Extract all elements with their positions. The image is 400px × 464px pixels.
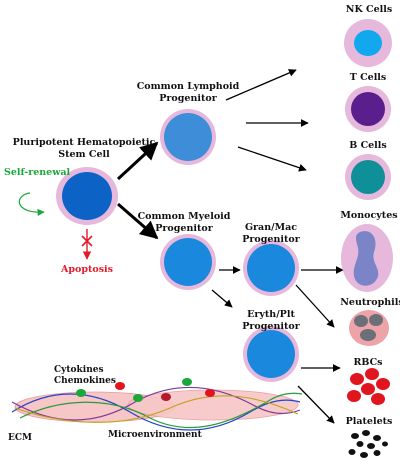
apoptosis-cross-icon — [81, 235, 93, 247]
gran-mac-label-line2: Progenitor — [242, 234, 300, 245]
b-cells-label: B Cells — [349, 140, 387, 151]
eryth-plt-label-line2: Progenitor — [242, 321, 300, 332]
arrow-lymphoid-to-b — [237, 146, 307, 172]
gran-mac-progenitor-cell — [243, 240, 299, 296]
cytokine-dots — [76, 378, 215, 402]
platelets-label: Platelets — [346, 416, 393, 427]
chemokines-label: Chemokines — [54, 376, 116, 386]
self-renewal-arrow — [18, 192, 45, 217]
apoptosis-label: Apoptosis — [60, 264, 113, 275]
eryth-plt-progenitor-cell — [243, 326, 299, 382]
b-cell — [345, 154, 391, 200]
microenvironment-label: Microenvironment — [108, 430, 203, 440]
arrow-granmac-to-neutrophils — [295, 284, 335, 328]
common-lymphoid-label-line2: Progenitor — [159, 93, 217, 104]
ecm-label: ECM — [8, 433, 32, 443]
nk-cell — [344, 19, 392, 67]
stem-cell-label-line2: Stem Cell — [58, 149, 110, 160]
stem-cell-label-line1: Pluripotent Hematopoietic — [13, 137, 156, 148]
rbc-cluster — [347, 368, 390, 405]
eryth-plt-label-line1: Eryth/Plt — [247, 309, 295, 320]
common-myeloid-label-line1: Common Myeloid — [138, 211, 231, 222]
nk-cells-label: NK Cells — [346, 4, 392, 15]
monocyte-cell — [341, 224, 393, 292]
monocytes-label: Monocytes — [340, 210, 397, 221]
platelet-cluster — [348, 430, 388, 458]
arrow-erythplt-to-platelets — [297, 385, 335, 424]
arrow-stem-to-myeloid — [117, 202, 159, 240]
neutrophils-label: Neutrophils — [340, 297, 400, 308]
common-myeloid-label-line2: Progenitor — [155, 223, 213, 234]
stem-cell — [56, 167, 118, 225]
arrow-myeloid-to-erythplt — [211, 289, 233, 308]
microenvironment-band — [11, 386, 303, 431]
arrow-lymphoid-to-nk — [225, 69, 297, 101]
arrow-stem-to-lymphoid — [116, 141, 159, 181]
common-lymphoid-label-line1: Common Lymphoid — [137, 81, 240, 92]
t-cells-label: T Cells — [350, 72, 387, 83]
rbcs-label: RBCs — [353, 357, 382, 368]
gran-mac-label-line1: Gran/Mac — [245, 222, 297, 233]
cytokines-label: Cytokines — [54, 365, 104, 375]
common-lymphoid-progenitor-cell — [160, 109, 216, 165]
t-cell — [345, 86, 391, 132]
common-myeloid-progenitor-cell — [160, 234, 216, 290]
neutrophil-cell — [349, 310, 389, 346]
self-renewal-label: Self-renewal — [4, 167, 71, 178]
